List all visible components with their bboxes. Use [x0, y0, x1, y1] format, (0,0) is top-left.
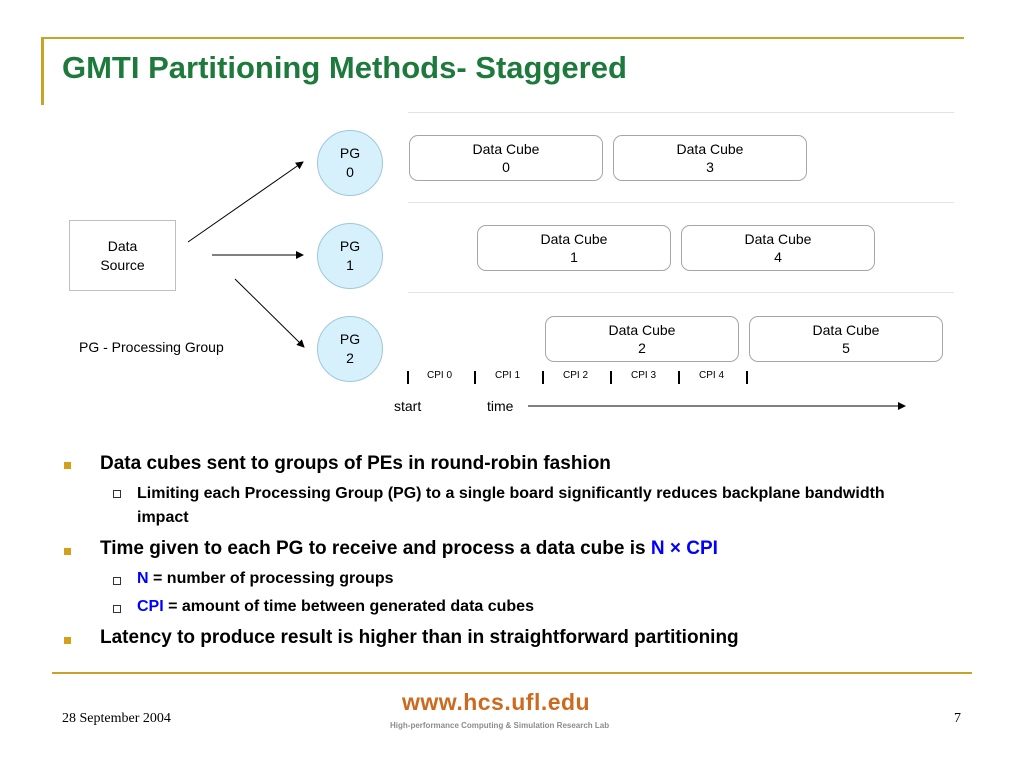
lane-separator: [408, 112, 954, 113]
footer-rule: [52, 672, 972, 674]
bullet-text: Latency to produce result is higher than…: [100, 627, 739, 648]
cube-label: Data Cube: [472, 141, 540, 157]
sub-bullet-marker: [113, 605, 121, 613]
cube-number: 4: [774, 249, 782, 265]
time-label: time: [487, 398, 514, 414]
cube-number: 1: [570, 249, 578, 265]
title-accent-bar: [41, 37, 44, 105]
page-number: 7: [954, 711, 961, 726]
cpi-label: CPI 4: [699, 370, 725, 381]
pg-number: 2: [346, 350, 354, 366]
lane-separator: [408, 202, 954, 203]
cube-label: Data Cube: [608, 322, 676, 338]
lab-logo-subtitle: High-performance Computing & Simulation …: [390, 721, 610, 730]
cube-number: 0: [502, 159, 510, 175]
cpi-label: CPI 1: [495, 370, 521, 381]
start-label: start: [394, 398, 422, 414]
cpi-tick: [610, 371, 612, 384]
lab-logo-url[interactable]: www.hcs.ufl.edu: [402, 689, 591, 715]
cpi-tick: [407, 371, 409, 384]
bullet-text: Time given to each PG to receive and pro…: [100, 538, 718, 560]
sub-bullet-text: Limiting each Processing Group (PG) to a…: [137, 485, 885, 526]
cube-label: Data Cube: [744, 231, 812, 247]
processing-group-2: PG 2: [317, 316, 383, 382]
lane-separator: [408, 292, 954, 293]
highlight-term: N × CPI: [650, 538, 718, 559]
data-cube-4: Data Cube 4: [681, 225, 875, 271]
cube-number: 2: [638, 340, 646, 356]
highlight-term: N: [137, 570, 149, 587]
sub-bullet-marker: [113, 577, 121, 585]
bullet-marker: [64, 637, 71, 644]
data-cube-2: Data Cube 2: [545, 316, 739, 362]
data-source-label: Source: [100, 256, 145, 273]
sub-bullet-text: N = number of processing groups: [137, 567, 393, 591]
pg-number: 1: [346, 257, 354, 273]
definition-text: = number of processing groups: [148, 570, 394, 587]
bullet-marker: [64, 462, 71, 469]
data-cube-5: Data Cube 5: [749, 316, 943, 362]
diagram-legend: PG - Processing Group: [79, 339, 224, 355]
cpi-label: CPI 3: [631, 370, 657, 381]
cube-label: Data Cube: [812, 322, 880, 338]
bullet-text: Data cubes sent to groups of PEs in roun…: [100, 453, 611, 474]
data-source-label: Data: [107, 237, 138, 254]
cpi-tick: [746, 371, 748, 384]
processing-group-0: PG 0: [317, 130, 383, 196]
cube-number: 5: [842, 340, 850, 356]
cube-label: Data Cube: [676, 141, 744, 157]
data-cube-0: Data Cube 0: [409, 135, 603, 181]
pg-label: PG: [339, 145, 361, 161]
arrow-to-pg0: [187, 161, 304, 243]
sub-bullet-text: CPI = amount of time between generated d…: [137, 595, 534, 619]
pg-number: 0: [346, 164, 354, 180]
data-cube-1: Data Cube 1: [477, 225, 671, 271]
highlight-term: CPI: [137, 598, 164, 615]
pg-label: PG: [339, 238, 361, 254]
bullet-text-main: Time given to each PG to receive and pro…: [100, 538, 651, 559]
cpi-label: CPI 0: [427, 370, 453, 381]
cpi-label: CPI 2: [563, 370, 589, 381]
cpi-tick: [678, 371, 680, 384]
top-rule: [41, 37, 964, 39]
sub-bullet-marker: [113, 490, 121, 498]
footer-date: 28 September 2004: [62, 711, 171, 726]
cpi-tick: [542, 371, 544, 384]
cpi-tick: [474, 371, 476, 384]
cube-label: Data Cube: [540, 231, 608, 247]
definition-text: = amount of time between generated data …: [163, 598, 534, 615]
processing-group-1: PG 1: [317, 223, 383, 289]
arrow-to-pg2: [234, 278, 305, 348]
pg-label: PG: [339, 331, 361, 347]
bullet-marker: [64, 548, 71, 555]
data-cube-3: Data Cube 3: [613, 135, 807, 181]
cube-number: 3: [706, 159, 714, 175]
data-source-box: Data Source: [69, 220, 176, 291]
slide-title: GMTI Partitioning Methods- Staggered: [62, 50, 627, 85]
